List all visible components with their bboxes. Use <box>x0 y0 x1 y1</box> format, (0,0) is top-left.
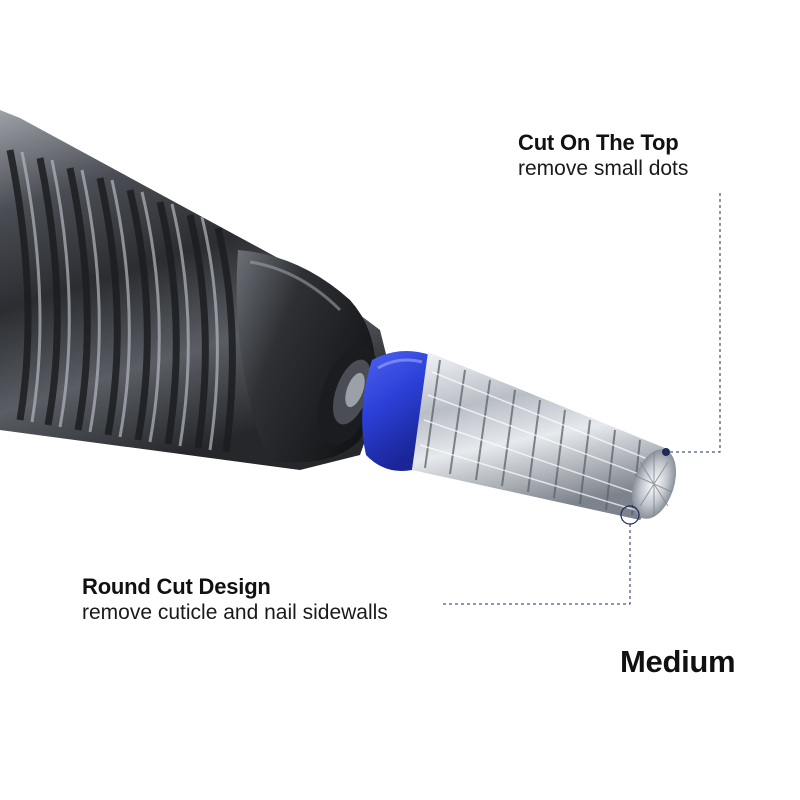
top-cut-callout: Cut On The Top remove small dots <box>518 130 688 182</box>
side-callout-leader <box>442 505 640 605</box>
top-cut-description: remove small dots <box>518 157 689 180</box>
round-cut-title: Round Cut Design <box>82 574 271 599</box>
round-cut-description: remove cuticle and nail sidewalls <box>82 601 388 624</box>
handpiece-body <box>0 110 390 470</box>
round-cut-callout: Round Cut Design remove cuticle and nail… <box>82 574 388 626</box>
carbide-bit <box>412 352 677 520</box>
bit-shank-band <box>362 351 430 471</box>
top-cut-title: Cut On The Top <box>518 130 679 155</box>
top-callout-leader <box>662 190 721 456</box>
grit-label: Medium <box>620 644 736 679</box>
